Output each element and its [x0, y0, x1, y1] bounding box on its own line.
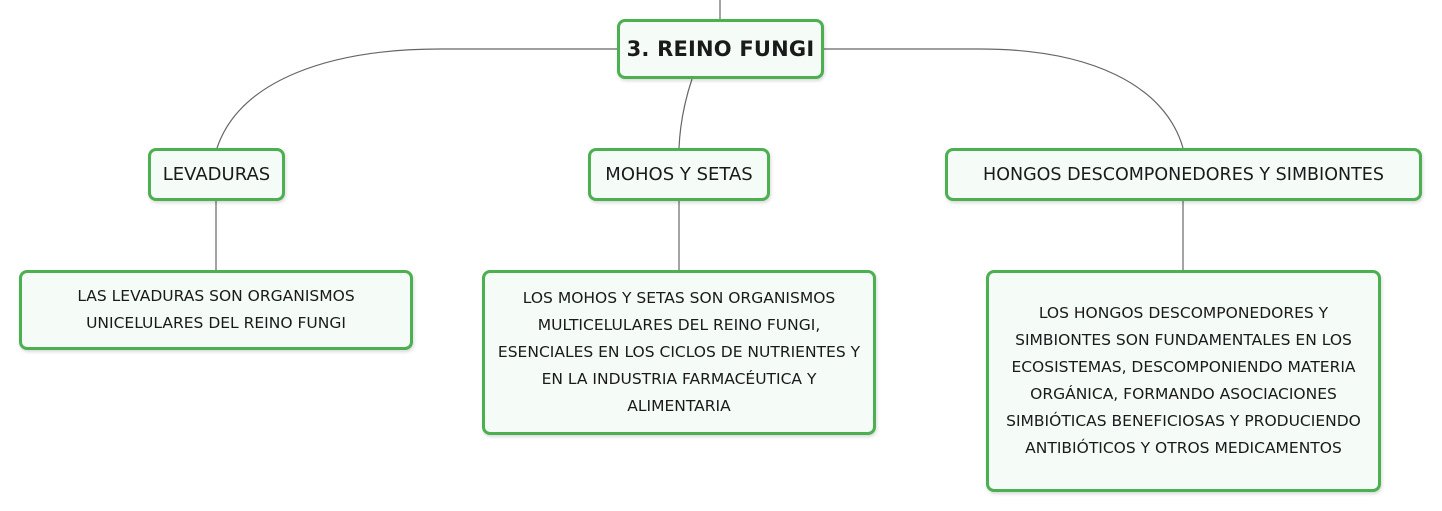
topic-node-levaduras[interactable]: LEVADURAS [148, 148, 285, 201]
detail-node-levaduras[interactable]: LAS LEVADURAS SON ORGANISMOS UNICELULARE… [19, 270, 413, 350]
topic-node-mohos-y-setas[interactable]: MOHOS Y SETAS [588, 148, 770, 201]
detail-node-hongos[interactable]: LOS HONGOS DESCOMPONEDORES Y SIMBIONTES … [986, 270, 1381, 492]
root-topic-label: 3. REINO FUNGI [626, 37, 815, 61]
topic-label-levaduras: LEVADURAS [162, 164, 271, 185]
connector-root-to-mohos [678, 78, 693, 149]
topic-label-hongos: HONGOS DESCOMPONEDORES Y SIMBIONTES [983, 164, 1384, 185]
detail-text-mohos-y-setas: LOS MOHOS Y SETAS SON ORGANISMOS MULTICE… [497, 289, 861, 415]
root-topic-node[interactable]: 3. REINO FUNGI [617, 19, 824, 79]
detail-text-hongos: LOS HONGOS DESCOMPONEDORES Y SIMBIONTES … [1006, 304, 1361, 457]
connector-root-to-levaduras [216, 48, 617, 149]
connector-root-to-hongos [824, 48, 1184, 149]
topic-label-mohos-y-setas: MOHOS Y SETAS [605, 164, 753, 185]
detail-node-mohos-y-setas[interactable]: LOS MOHOS Y SETAS SON ORGANISMOS MULTICE… [482, 270, 876, 435]
detail-text-levaduras: LAS LEVADURAS SON ORGANISMOS UNICELULARE… [77, 287, 355, 332]
topic-node-hongos[interactable]: HONGOS DESCOMPONEDORES Y SIMBIONTES [945, 148, 1422, 201]
